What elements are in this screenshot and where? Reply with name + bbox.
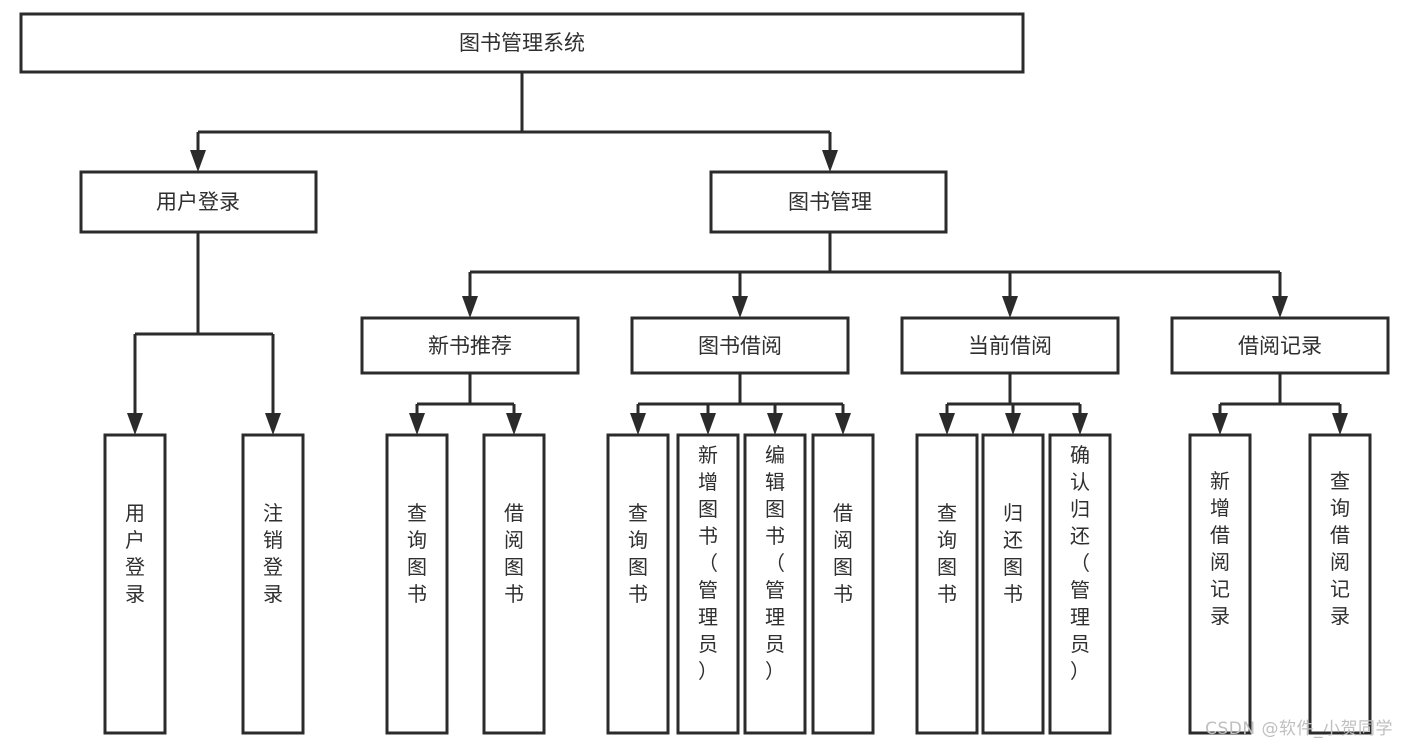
node-book-borrow-box[interactable] — [630, 316, 850, 375]
node-root-box[interactable] — [19, 12, 1025, 74]
node-book-manage-label: 图书管理 — [788, 190, 872, 214]
arrowhead-cb-leaf-3 — [1072, 413, 1088, 435]
leaf-br-query-record-box[interactable] — [1308, 433, 1372, 735]
arrowhead-bb-leaf-4 — [835, 413, 851, 435]
connector-layer — [127, 72, 1348, 435]
arrowhead-leaf-user-login — [127, 413, 143, 435]
node-user-login[interactable]: 用户登录 — [79, 170, 318, 234]
node-borrow-record-label: 借阅记录 — [1238, 334, 1322, 358]
node-new-book-recommend-label: 新书推荐 — [428, 334, 512, 358]
node-new-book-recommend-box[interactable] — [360, 316, 580, 375]
leaf-user-login-label: 用户登录 — [125, 501, 145, 606]
leaf-nbr-query-book[interactable]: 查询图书 — [385, 433, 449, 735]
leaf-nbr-borrow-book-box[interactable] — [482, 433, 546, 735]
leaf-bb-query-book[interactable]: 查询图书 — [606, 433, 670, 735]
node-user-login-label: 用户登录 — [156, 190, 240, 214]
leaf-cb-return-book-label: 归还图书 — [1003, 501, 1023, 606]
leaf-logout-box[interactable] — [241, 433, 305, 735]
node-current-borrow-label: 当前借阅 — [968, 334, 1052, 358]
arrowhead-current-borrow — [1002, 296, 1018, 318]
leaf-cb-return-book[interactable]: 归还图书 — [981, 433, 1045, 735]
arrowhead-br-leaf-2 — [1332, 413, 1348, 435]
leaf-cb-confirm-return-admin-label: 确认归还（管理员） — [1070, 443, 1090, 683]
leaf-bb-edit-book-admin-box[interactable] — [743, 433, 807, 735]
arrowhead-nbr-leaf-1 — [409, 413, 425, 435]
leaf-bb-add-book-admin-label: 新增图书（管理员） — [698, 443, 718, 683]
leaf-bb-query-book-label: 查询图书 — [628, 501, 648, 606]
leaf-cb-query-book-box[interactable] — [915, 433, 979, 735]
node-root[interactable]: 图书管理系统 — [19, 12, 1025, 74]
leaf-bb-borrow-book[interactable]: 借阅图书 — [811, 433, 875, 735]
arrowhead-cb-leaf-2 — [1005, 413, 1021, 435]
leaf-br-query-record[interactable]: 查询借阅记录 — [1308, 433, 1372, 735]
arrowhead-nbr-leaf-2 — [506, 413, 522, 435]
leaf-br-query-record-label: 查询借阅记录 — [1330, 469, 1350, 628]
leaf-bb-edit-book-admin[interactable]: 编辑图书（管理员） — [743, 433, 807, 735]
arrowhead-leaf-logout — [265, 413, 281, 435]
leaf-nbr-borrow-book-label: 借阅图书 — [504, 501, 524, 606]
leaf-cb-query-book[interactable]: 查询图书 — [915, 433, 979, 735]
arrowhead-book-manage — [822, 150, 838, 172]
node-current-borrow-box[interactable] — [900, 316, 1120, 375]
leaf-logout[interactable]: 注销登录 — [241, 433, 305, 735]
arrowhead-bb-leaf-1 — [630, 413, 646, 435]
leaf-user-login[interactable]: 用户登录 — [103, 433, 167, 735]
leaf-bb-edit-book-admin-label: 编辑图书（管理员） — [765, 443, 785, 683]
arrowhead-borrow-record — [1272, 296, 1288, 318]
leaf-br-add-record[interactable]: 新增借阅记录 — [1188, 433, 1252, 735]
node-new-book-recommend[interactable]: 新书推荐 — [360, 316, 580, 375]
node-book-borrow-label: 图书借阅 — [698, 334, 782, 358]
node-user-login-box[interactable] — [79, 170, 318, 234]
arrowhead-new-book-rec — [462, 296, 478, 318]
leaf-bb-borrow-book-label: 借阅图书 — [833, 501, 853, 606]
leaf-bb-add-book-admin[interactable]: 新增图书（管理员） — [676, 433, 740, 735]
leaf-cb-return-book-box[interactable] — [981, 433, 1045, 735]
arrowhead-bb-leaf-3 — [767, 413, 783, 435]
leaf-cb-confirm-return-admin-box[interactable] — [1048, 433, 1112, 735]
arrowhead-bb-leaf-2 — [700, 413, 716, 435]
node-current-borrow[interactable]: 当前借阅 — [900, 316, 1120, 375]
leaf-bb-query-book-box[interactable] — [606, 433, 670, 735]
node-book-manage[interactable]: 图书管理 — [709, 170, 948, 234]
leaf-nbr-query-book-label: 查询图书 — [407, 501, 427, 606]
node-borrow-record-box[interactable] — [1170, 316, 1390, 375]
leaf-br-add-record-label: 新增借阅记录 — [1210, 469, 1230, 628]
arrowhead-br-leaf-1 — [1212, 413, 1228, 435]
leaf-cb-confirm-return-admin[interactable]: 确认归还（管理员） — [1048, 433, 1112, 735]
leaf-cb-query-book-label: 查询图书 — [937, 501, 957, 606]
leaf-nbr-borrow-book[interactable]: 借阅图书 — [482, 433, 546, 735]
leaf-nbr-query-book-box[interactable] — [385, 433, 449, 735]
node-root-label: 图书管理系统 — [459, 31, 585, 55]
node-book-manage-box[interactable] — [709, 170, 948, 234]
node-book-borrow[interactable]: 图书借阅 — [630, 316, 850, 375]
leaf-br-add-record-box[interactable] — [1188, 433, 1252, 735]
leaf-bb-borrow-book-box[interactable] — [811, 433, 875, 735]
arrowhead-cb-leaf-1 — [939, 413, 955, 435]
arrowhead-user-login — [190, 150, 206, 172]
leaf-logout-label: 注销登录 — [263, 501, 283, 606]
arrowhead-book-borrow — [732, 296, 748, 318]
leaf-user-login-box[interactable] — [103, 433, 167, 735]
node-borrow-record[interactable]: 借阅记录 — [1170, 316, 1390, 375]
leaf-bb-add-book-admin-box[interactable] — [676, 433, 740, 735]
